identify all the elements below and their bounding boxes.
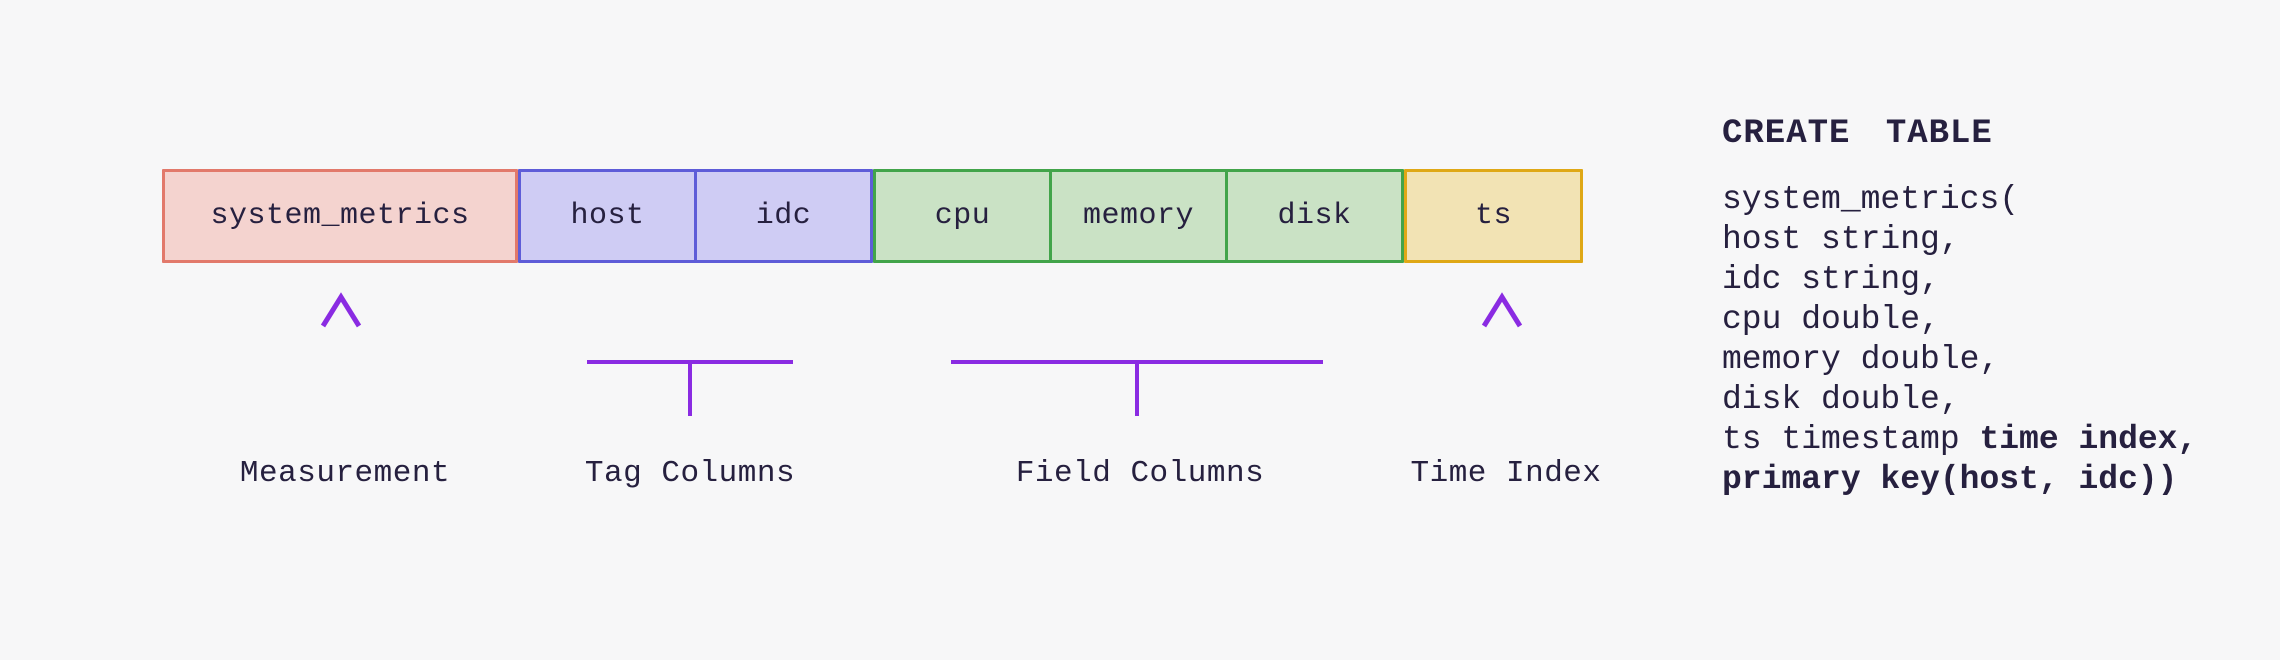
sql-text: host string, [1722,221,1960,258]
sql-line: memory double, [1722,340,2197,380]
measurement-cell-label: system_metrics [210,199,470,233]
sql-line: disk double, [1722,380,2197,420]
time-index-cell: ts [1404,169,1583,263]
sql-text: cpu double, [1722,301,1940,338]
sql-text: ts timestamp [1722,421,1980,458]
field-cell-cpu-label: cpu [934,199,991,233]
measurement-label: Measurement [239,456,451,491]
sql-text: idc string, [1722,261,1940,298]
sql-text: system_metrics( [1722,181,2020,218]
time-index-label: Time Index [1410,456,1602,491]
tag-columns-label: Tag Columns [584,456,796,491]
sql-text: disk double, [1722,381,1960,418]
field-cell-memory-label: memory [1082,199,1195,233]
time-index-up-arrow-icon [1481,292,1523,414]
tag-cell-host: host [518,169,697,263]
field-cell-disk: disk [1225,169,1404,263]
sql-text-bold: time index, [1979,421,2198,458]
measurement-cell: system_metrics [162,169,518,263]
sql-line: primary key(host, idc)) [1722,460,2197,500]
sql-line: idc string, [1722,260,2197,300]
sql-line: cpu double, [1722,300,2197,340]
measurement-up-arrow-icon [320,292,362,414]
tag-columns-bracket-icon [587,298,793,416]
field-columns-bracket-icon [951,298,1323,416]
field-columns-label: Field Columns [1015,456,1265,491]
create-table-sql-block: CREATE TABLE system_metrics( host string… [1722,112,2197,500]
sql-text: memory double, [1722,341,2000,378]
tag-cell-idc: idc [694,169,873,263]
sql-line: system_metrics( [1722,180,2197,220]
sql-line: host string, [1722,220,2197,260]
table-schema-row: system_metrics host idc cpu memory disk … [162,169,1583,263]
sql-text-bold: primary key(host, idc)) [1722,461,2178,498]
field-cell-cpu: cpu [873,169,1052,263]
time-index-cell-label: ts [1474,199,1512,233]
field-cell-disk-label: disk [1277,199,1352,233]
tag-cell-idc-label: idc [755,199,812,233]
sql-line: ts timestamp time index, [1722,420,2197,460]
sql-title: CREATE TABLE [1722,115,1993,153]
tag-cell-host-label: host [570,199,645,233]
field-cell-memory: memory [1049,169,1228,263]
